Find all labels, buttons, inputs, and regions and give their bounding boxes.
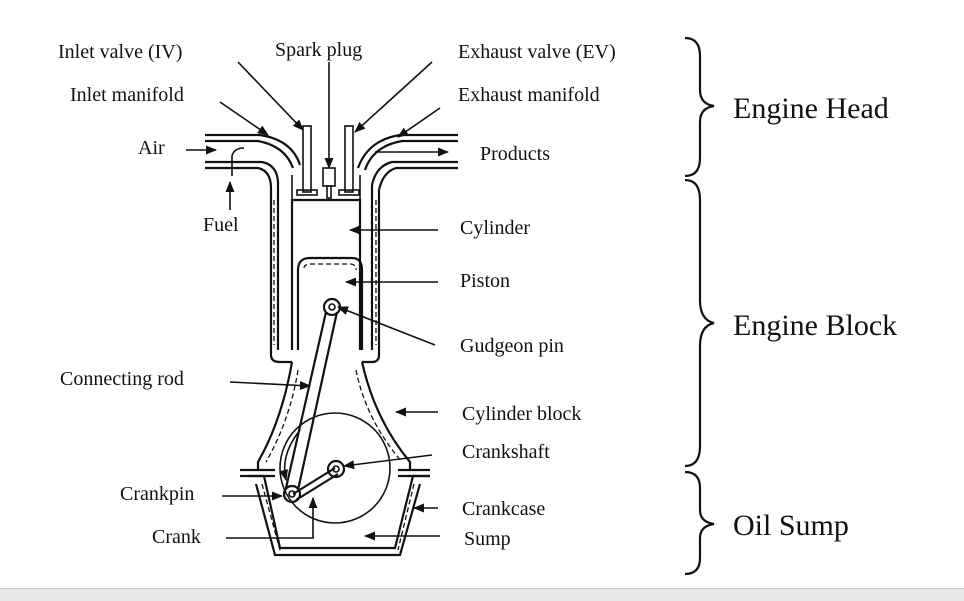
brace-oil-sump <box>684 470 715 576</box>
leader-lines <box>186 61 450 541</box>
label-crankshaft: Crankshaft <box>462 441 550 463</box>
label-fuel: Fuel <box>203 214 239 236</box>
label-crankpin: Crankpin <box>120 483 194 505</box>
engine-drawing <box>205 125 458 557</box>
label-gudgeon-pin: Gudgeon pin <box>460 335 564 357</box>
section-braces <box>684 36 715 576</box>
section-oil-sump: Oil Sump <box>733 509 849 542</box>
label-spark-plug: Spark plug <box>275 39 362 61</box>
label-inlet-manifold: Inlet manifold <box>70 84 184 106</box>
label-sump: Sump <box>464 528 511 550</box>
exhaust-manifold-shape <box>356 133 458 191</box>
section-engine-block: Engine Block <box>733 309 897 342</box>
section-labels: Engine Head Engine Block Oil Sump <box>733 92 897 542</box>
label-products: Products <box>480 143 550 165</box>
piston-shape <box>296 256 364 350</box>
label-piston: Piston <box>460 270 510 292</box>
crankcase-shape <box>240 361 430 557</box>
label-exhaust-manifold: Exhaust manifold <box>458 84 600 106</box>
label-crank: Crank <box>152 526 201 548</box>
brace-engine-head <box>684 36 715 178</box>
label-cylinder-block: Cylinder block <box>462 403 581 425</box>
label-cylinder: Cylinder <box>460 217 530 239</box>
label-inlet-valve: Inlet valve (IV) <box>58 41 182 63</box>
brace-engine-block <box>684 178 715 468</box>
valves-and-spark-plug <box>296 125 360 199</box>
label-air: Air <box>138 137 165 159</box>
crank-mechanism <box>279 311 391 524</box>
label-connecting-rod: Connecting rod <box>60 368 184 390</box>
bottom-edge-bar <box>0 588 964 601</box>
inlet-manifold-shape <box>205 133 302 189</box>
component-labels: Inlet valve (IV) Spark plug Exhaust valv… <box>58 39 616 550</box>
cylinder-walls <box>269 175 381 364</box>
section-engine-head: Engine Head <box>733 92 889 125</box>
label-exhaust-valve: Exhaust valve (EV) <box>458 41 616 63</box>
label-crankcase: Crankcase <box>462 498 545 520</box>
